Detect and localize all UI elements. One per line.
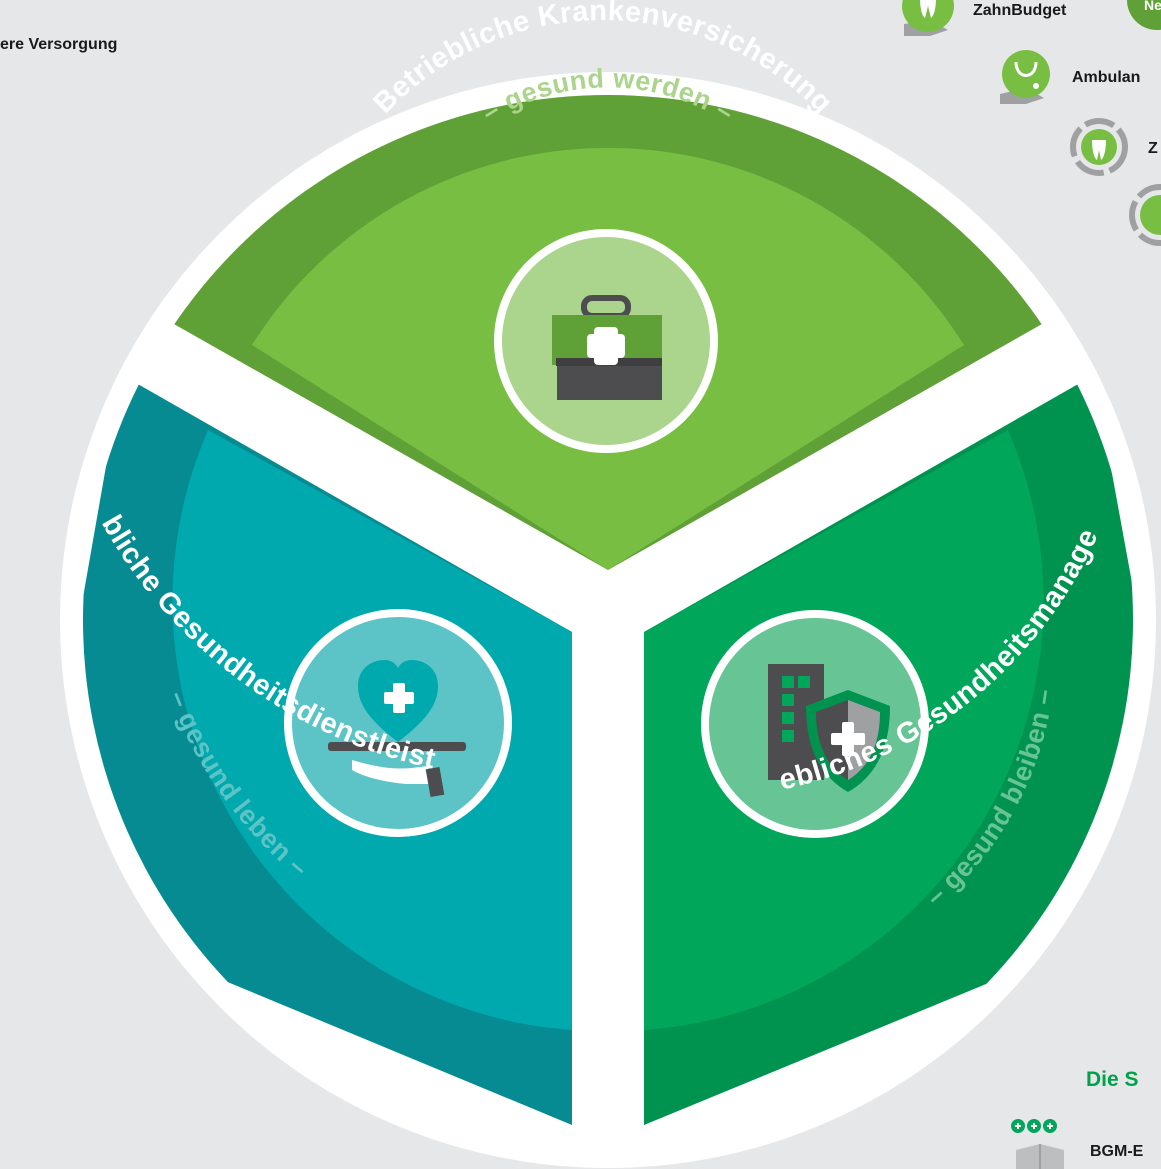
plus-icons xyxy=(1011,1119,1057,1133)
bottom-right-heading: Die S xyxy=(1086,1068,1139,1091)
stethoscope-hand-icon xyxy=(1000,50,1050,104)
medical-case-icon xyxy=(494,229,718,453)
tooth-ring-icon xyxy=(1070,118,1128,176)
tooth-hand-icon xyxy=(902,0,954,36)
zahnbudget-label: ZahnBudget xyxy=(973,2,1067,19)
heart-tray-hand-icon xyxy=(284,609,512,837)
new-badge: Ne xyxy=(1127,0,1161,30)
ambulant-label: Ambulan xyxy=(1072,69,1140,86)
svg-text:Ne: Ne xyxy=(1144,0,1161,13)
box-icon xyxy=(1016,1144,1064,1169)
partial-ring-icon xyxy=(1129,184,1161,246)
top-left-label: ere Versorgung xyxy=(0,36,117,53)
z-item-label: Z xyxy=(1148,140,1158,157)
bgm-e-label: BGM-E xyxy=(1090,1143,1144,1160)
building-shield-icon xyxy=(701,610,929,838)
